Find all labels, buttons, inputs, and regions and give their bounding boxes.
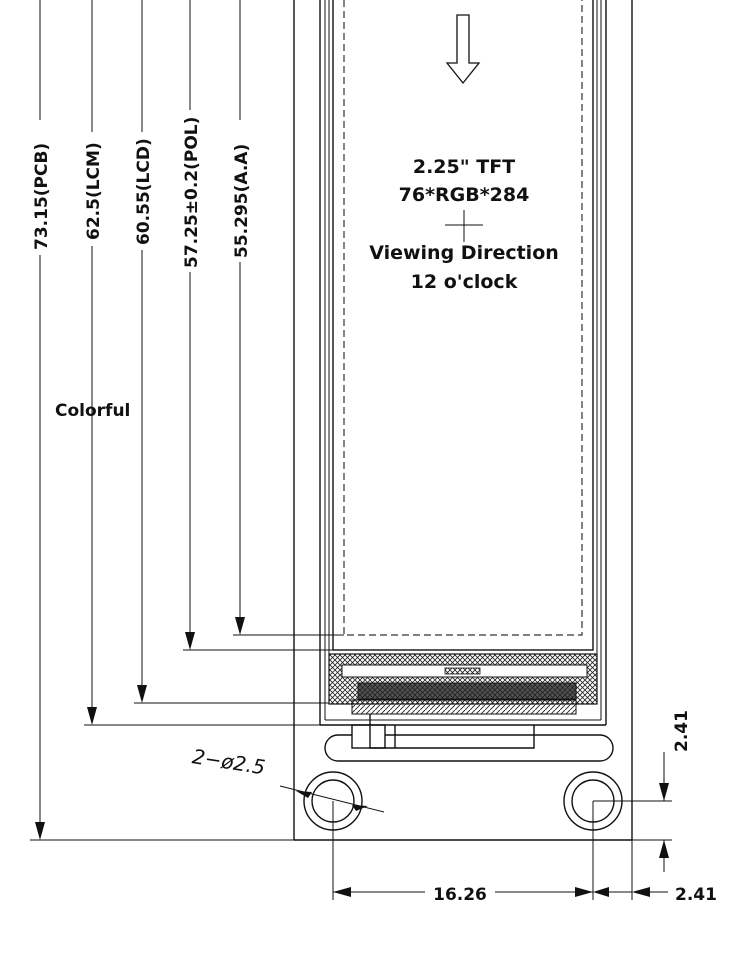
polarizer xyxy=(332,0,594,651)
dimension-lcd: 60.55(LCD) xyxy=(134,0,329,704)
dimension-hole-offset-horizontal: 2.41 xyxy=(593,840,717,905)
hole-callout-text: 2−ø2.5 xyxy=(191,744,267,779)
down-arrow-icon xyxy=(445,14,481,85)
lcd-glass xyxy=(328,0,598,703)
hole-callout: 2−ø2.5 xyxy=(191,744,385,813)
pcb-slot xyxy=(324,724,614,762)
dimension-active-area: 55.295(A.A) xyxy=(232,0,344,636)
center-crosshair-icon xyxy=(445,210,483,242)
dimension-hole-offset-horizontal-text: 2.41 xyxy=(675,885,717,905)
dimension-lcd-text: 60.55(LCD) xyxy=(134,138,154,245)
active-area xyxy=(343,0,583,636)
dimension-active-area-text: 55.295(A.A) xyxy=(232,144,252,258)
dimension-pol: 57.25±0.2(POL) xyxy=(182,0,333,651)
dimension-lcm: 62.5(LCM) xyxy=(84,0,320,726)
lcm-module xyxy=(319,0,607,726)
dimension-pol-text: 57.25±0.2(POL) xyxy=(182,117,202,268)
dimension-hole-pitch: 16.26 xyxy=(332,801,594,905)
pcb-outline xyxy=(293,0,633,841)
viewing-direction-value: 12 o'clock xyxy=(411,271,518,293)
driver-ic-area xyxy=(328,653,598,705)
colorful-label: Colorful xyxy=(55,401,130,421)
panel-size-type: 2.25" TFT xyxy=(413,156,515,178)
dimension-hole-offset-vertical-text: 2.41 xyxy=(672,710,692,752)
dimension-lcm-text: 62.5(LCM) xyxy=(84,142,104,240)
panel-resolution: 76*RGB*284 xyxy=(399,184,530,206)
dimension-pcb-text: 73.15(PCB) xyxy=(32,143,52,250)
viewing-direction-label: Viewing Direction xyxy=(369,242,559,264)
dimension-pcb: 73.15(PCB) xyxy=(30,0,294,841)
dimension-hole-offset-vertical: 2.41 xyxy=(593,710,692,872)
dimension-hole-pitch-text: 16.26 xyxy=(433,885,487,905)
